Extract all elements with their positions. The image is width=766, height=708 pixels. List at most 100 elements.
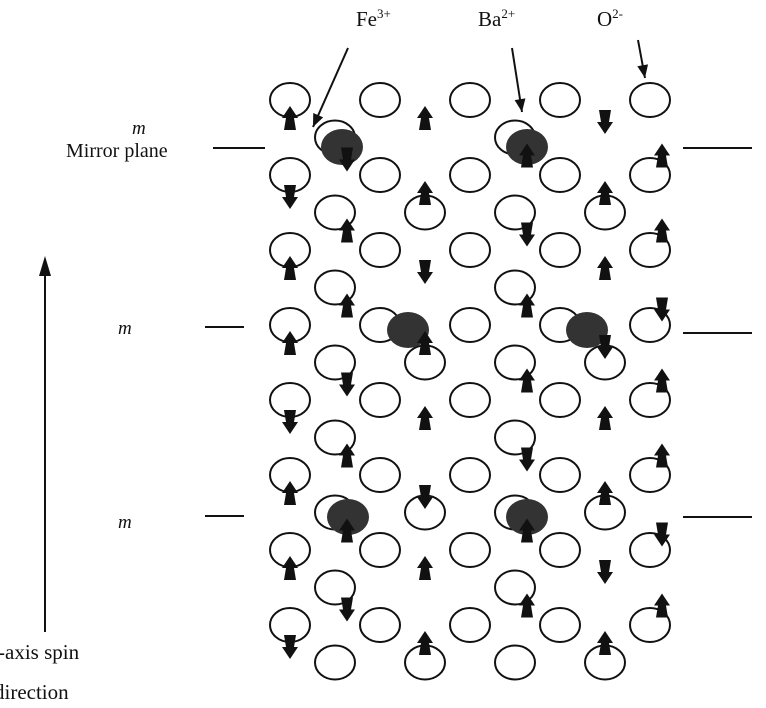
spin-up-arrow-icon [417, 556, 433, 580]
spin-down-arrow-icon [597, 110, 613, 134]
oxygen-ion [494, 269, 536, 306]
spin-up-arrow-icon [654, 593, 670, 618]
spin-up-arrow-icon [519, 293, 535, 318]
oxygen-ion [314, 194, 356, 231]
oxygen-ion [539, 232, 581, 268]
spin-down-arrow-icon [519, 222, 535, 247]
spin-up-arrow-icon [282, 481, 298, 505]
oxygen-ion [314, 269, 356, 306]
oxygen-ion [539, 82, 581, 118]
spin-down-arrow-icon [339, 597, 355, 622]
oxygen-ion [359, 382, 401, 418]
spin-up-arrow-icon [654, 368, 670, 393]
barium-ion [566, 312, 608, 348]
oxygen-ion [449, 82, 491, 118]
mirror-plane-label: Mirror plane [66, 140, 168, 162]
spin-up-arrow-icon [519, 518, 535, 543]
spin-down-arrow-icon [597, 335, 613, 359]
spin-up-arrow-icon [417, 331, 433, 355]
barium-ion [387, 312, 429, 348]
oxygen-ion [449, 157, 491, 193]
fe-charge: 3+ [377, 6, 391, 21]
spin-up-arrow-icon [597, 481, 613, 505]
oxygen-ion [494, 644, 536, 681]
spin-up-arrow-icon [654, 143, 670, 168]
o-label: O2- [597, 6, 623, 32]
spin-up-arrow-icon [282, 331, 298, 355]
spin-up-arrow-icon [339, 218, 355, 243]
spin-up-arrow-icon [417, 406, 433, 430]
spin-up-arrow-icon [597, 256, 613, 280]
fe-label: Fe3+ [356, 6, 391, 32]
axis-label-line2: direction [0, 680, 69, 704]
ba-charge: 2+ [501, 6, 516, 21]
spin-up-arrow-icon [339, 293, 355, 318]
o-pointer-arrow-head [637, 64, 649, 78]
spin-up-arrow-icon [282, 106, 298, 130]
c-axis-arrowhead [39, 256, 51, 276]
oxygen-ion [359, 457, 401, 493]
barium-ion [321, 129, 363, 165]
spin-up-arrow-icon [339, 443, 355, 468]
spin-up-arrow-icon [597, 631, 613, 655]
spin-down-arrow-icon [654, 297, 670, 322]
oxygen-ion [314, 419, 356, 456]
spin-up-arrow-icon [519, 368, 535, 393]
oxygen-ion [539, 532, 581, 568]
oxygen-ion [359, 82, 401, 118]
barium-ion [327, 499, 369, 535]
spin-up-arrow-icon [282, 256, 298, 280]
oxygen-ion [449, 232, 491, 268]
oxygen-ion [494, 344, 536, 381]
spin-down-arrow-icon [282, 185, 298, 209]
axis-label-line1: -axis spin [0, 640, 80, 664]
oxygen-ion [314, 344, 356, 381]
oxygen-ion [449, 457, 491, 493]
o-charge: 2- [612, 6, 624, 21]
spin-up-arrow-icon [417, 106, 433, 130]
spin-down-arrow-icon [417, 260, 433, 284]
oxygen-ion [449, 307, 491, 343]
fe-pointer-arrow [312, 47, 349, 128]
spin-up-arrow-icon [282, 556, 298, 580]
mirror-symbol-top: m [132, 118, 146, 139]
oxygen-ion [359, 607, 401, 643]
fe-symbol: Fe [356, 7, 377, 31]
spin-up-arrow-icon [597, 181, 613, 205]
spin-up-arrow-icon [417, 631, 433, 655]
barium-ion [506, 499, 548, 535]
spin-up-arrow-icon [339, 518, 355, 543]
fe-pointer-arrow-head [313, 113, 324, 127]
oxygen-ion [449, 607, 491, 643]
spin-up-arrow-icon [519, 143, 535, 168]
ba-label: Ba2+ [478, 6, 515, 32]
spin-up-arrow-icon [654, 218, 670, 243]
ba-pointer-arrow-head [514, 98, 526, 112]
oxygen-ion [359, 532, 401, 568]
spin-down-arrow-icon [597, 560, 613, 584]
mirror-symbol-middle: m [118, 318, 132, 339]
spin-down-arrow-icon [339, 372, 355, 397]
oxygen-ion [314, 569, 356, 606]
oxygen-ion [359, 157, 401, 193]
spin-down-arrow-icon [282, 635, 298, 659]
spin-down-arrow-icon [339, 147, 355, 172]
spin-up-arrow-icon [519, 593, 535, 618]
oxygen-ion [359, 232, 401, 268]
spin-down-arrow-icon [417, 485, 433, 509]
mirror-symbol-bottom: m [118, 512, 132, 533]
spin-up-arrow-icon [417, 181, 433, 205]
oxygen-ion [629, 82, 671, 118]
ba-symbol: Ba [478, 7, 502, 31]
oxygen-ion [449, 532, 491, 568]
oxygen-ion [539, 457, 581, 493]
spin-up-arrow-icon [654, 443, 670, 468]
spin-up-arrow-icon [597, 406, 613, 430]
oxygen-ion [449, 382, 491, 418]
oxygen-ion [494, 194, 536, 231]
oxygen-ion [539, 607, 581, 643]
spin-down-arrow-icon [519, 447, 535, 472]
oxygen-ion [539, 157, 581, 193]
